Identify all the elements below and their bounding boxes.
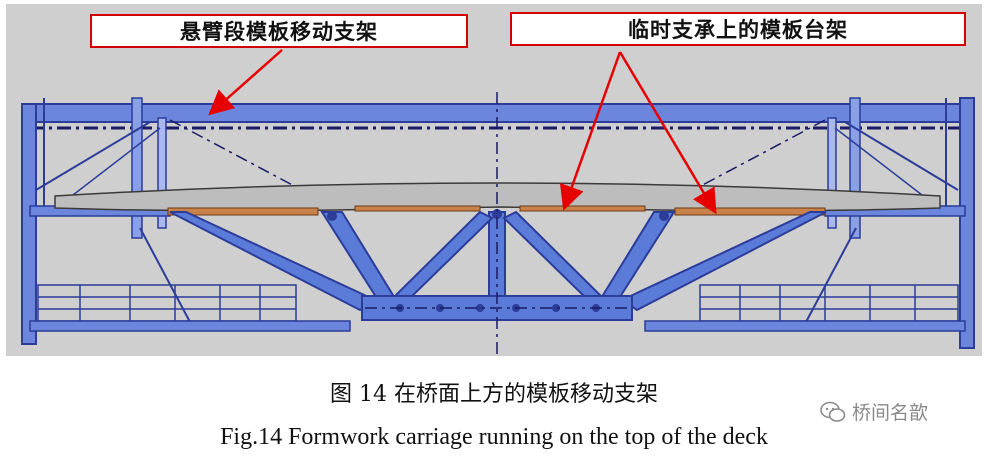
callout-cantilever-support-text: 悬臂段模板移动支架 <box>180 20 378 44</box>
left-ground-tie <box>139 227 191 323</box>
callout-temporary-frame: 临时支承上的模板台架 <box>510 12 966 46</box>
caption-chinese: 图 14 在桥面上方的模板移动支架 <box>330 382 658 407</box>
left-brace-1 <box>35 121 151 191</box>
caption-english: Fig.14 Formwork carriage running on the … <box>220 424 768 450</box>
left-ground-beam <box>29 320 351 332</box>
formwork-center-left <box>354 205 481 212</box>
watermark-text: 桥间名歆 <box>852 402 929 424</box>
right-ground-beam <box>644 320 966 332</box>
formwork-center-right <box>519 205 646 212</box>
right-ground-tie <box>805 227 857 323</box>
left-hanger-2 <box>157 117 167 229</box>
callout-temporary-frame-text: 临时支承上的模板台架 <box>628 18 848 42</box>
watermark: 桥间名歆 <box>820 398 928 425</box>
left-brace-2 <box>59 127 161 206</box>
arrow-temporary-frame-2 <box>618 51 717 215</box>
formwork-left <box>167 207 319 216</box>
main-truss <box>169 210 827 321</box>
arrow-temporary-frame-1 <box>559 51 622 211</box>
right-hanger <box>849 97 861 239</box>
arrow-cantilever-support <box>208 49 283 116</box>
right-brace-2 <box>834 127 936 206</box>
wechat-icon <box>820 401 846 422</box>
right-hanger-2 <box>827 117 837 229</box>
left-hanger <box>131 97 143 239</box>
right-end-column <box>959 97 975 349</box>
callout-cantilever-support: 悬臂段模板移动支架 <box>90 14 468 48</box>
left-end-column <box>21 103 37 345</box>
formwork-right <box>674 207 826 216</box>
right-brace-1 <box>844 121 959 191</box>
